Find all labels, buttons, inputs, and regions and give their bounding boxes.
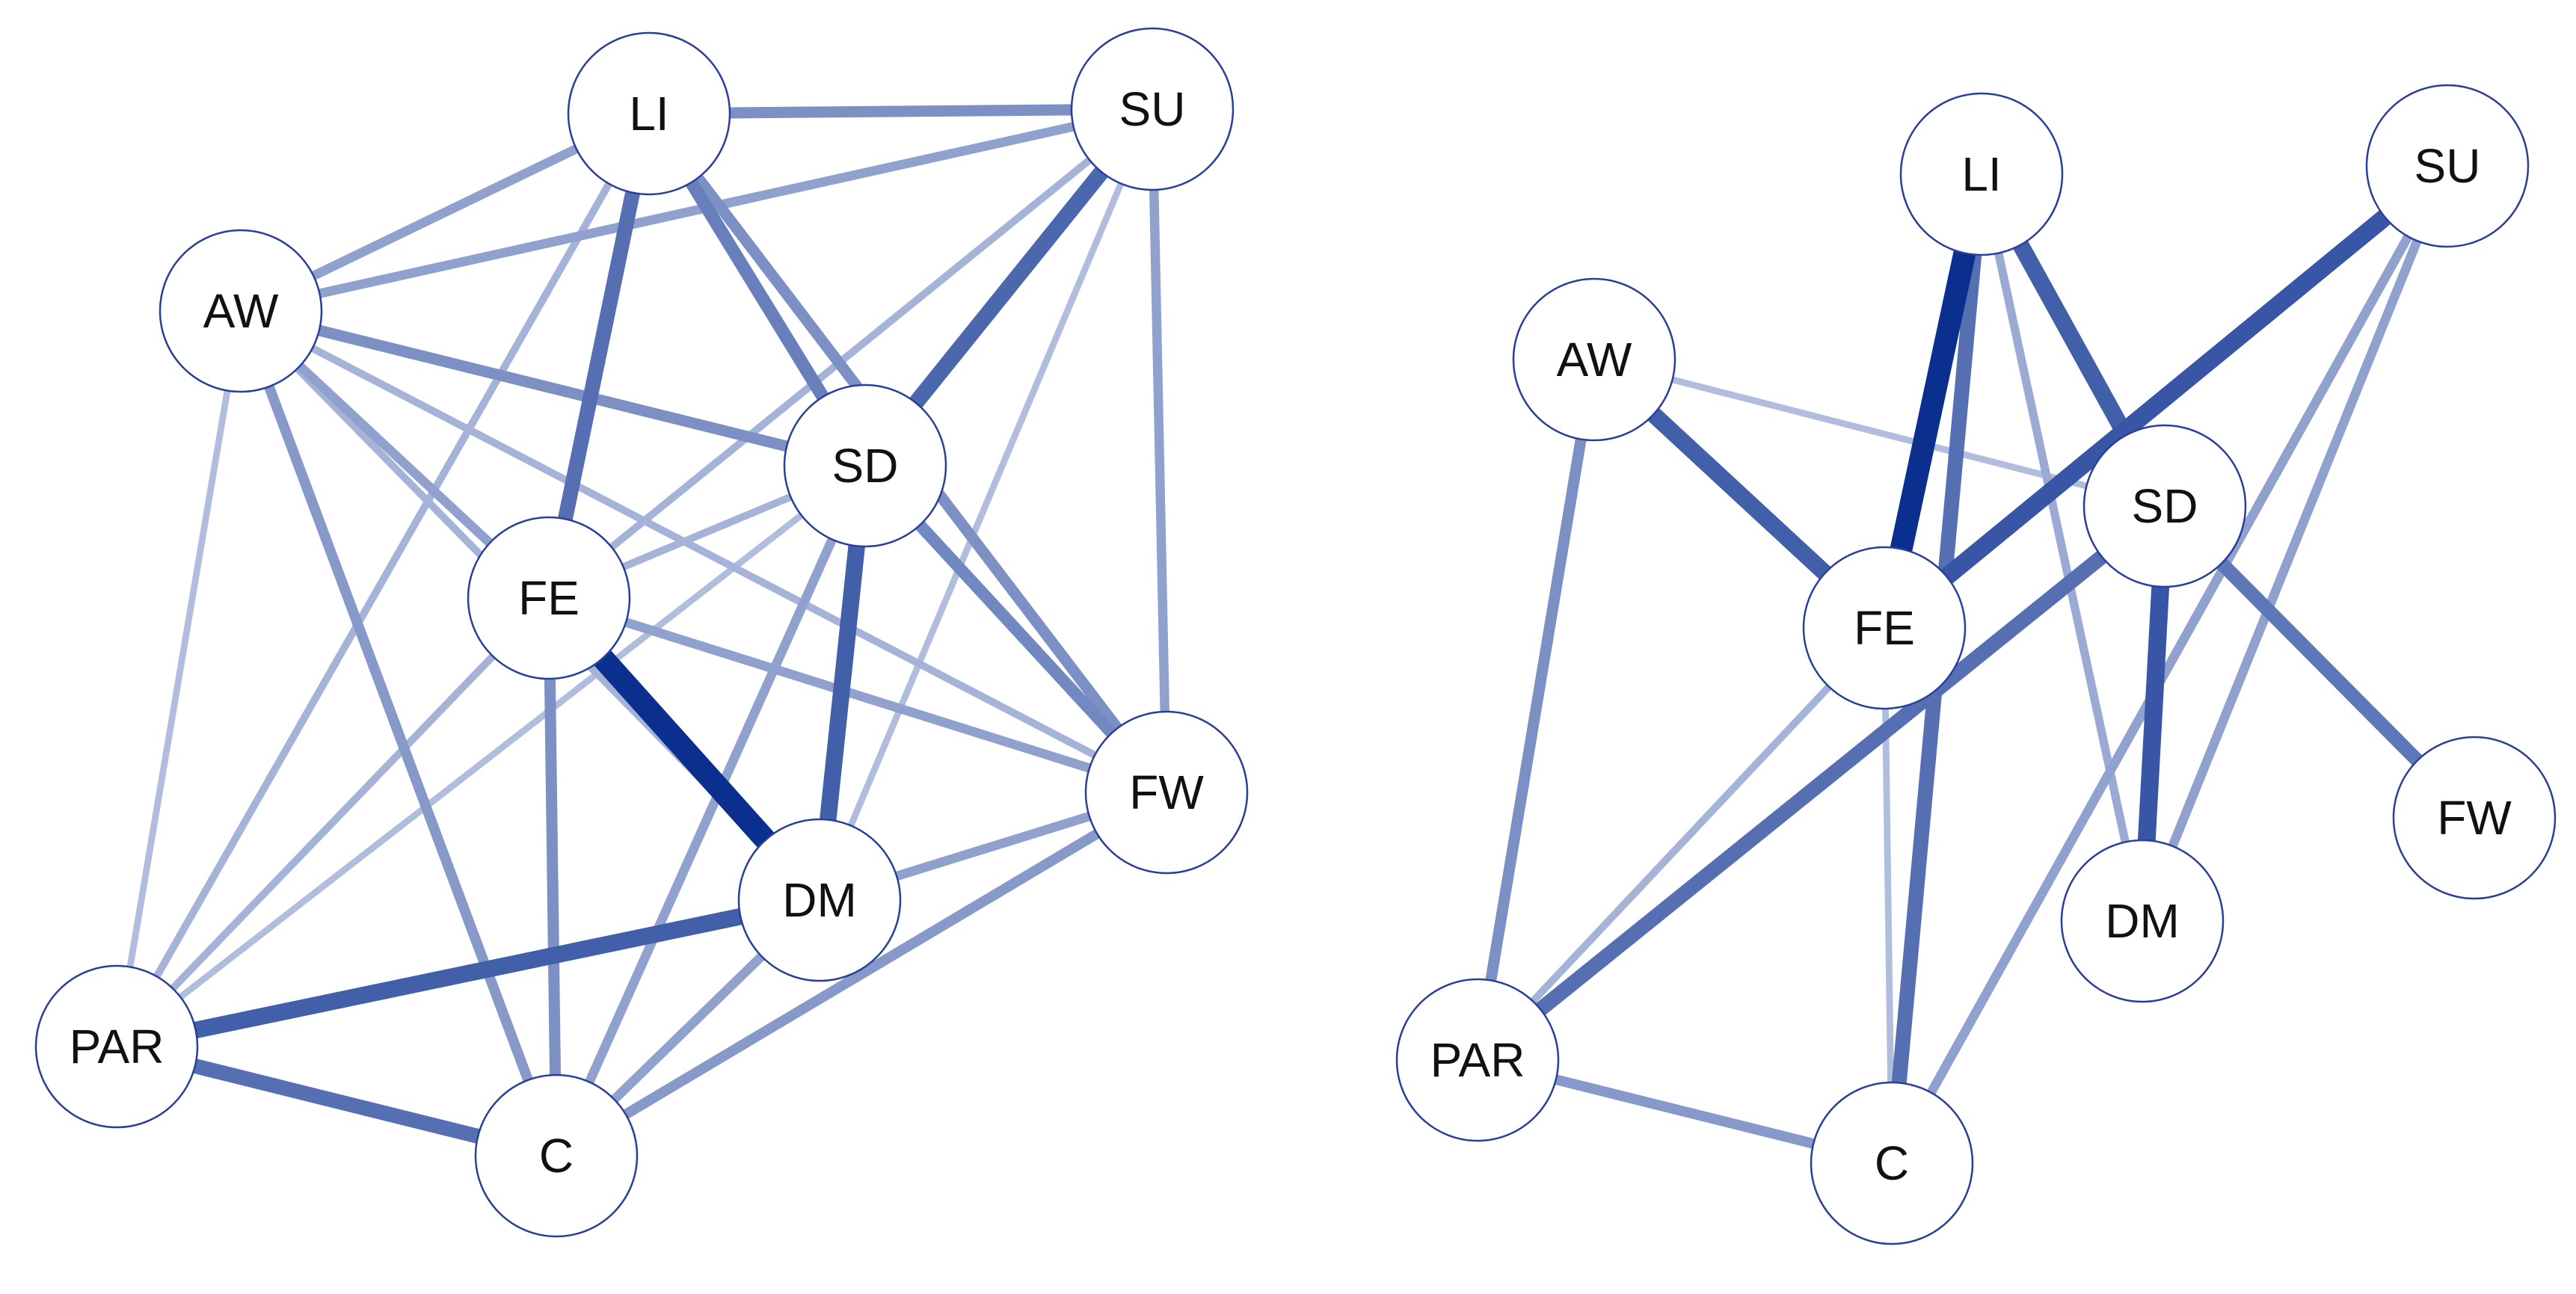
node-su: SU xyxy=(2365,84,2530,248)
edge-li-su xyxy=(648,103,1153,120)
node-fe: FE xyxy=(467,516,631,680)
node-c: C xyxy=(1810,1081,1974,1245)
node-dm: DM xyxy=(737,818,902,982)
node-label: DM xyxy=(2105,894,2180,948)
edge-aw-par xyxy=(113,310,245,1047)
node-label: FW xyxy=(1129,765,1204,819)
edge-fe-fw xyxy=(547,594,1168,797)
edge-dm-par xyxy=(114,891,822,1056)
node-su: SU xyxy=(1070,27,1235,191)
node-label: FE xyxy=(1854,601,1915,655)
edge-su-fe xyxy=(1878,158,2453,635)
node-label: PAR xyxy=(1430,1033,1525,1087)
node-c: C xyxy=(474,1073,639,1238)
node-par: PAR xyxy=(1395,978,1560,1142)
node-circle xyxy=(467,516,631,680)
node-circle xyxy=(737,818,902,982)
edge-li-fe xyxy=(541,111,657,600)
node-label: LI xyxy=(629,87,668,141)
edge-fw-c xyxy=(553,788,1169,1160)
right-network: LI SU AW SD FE FW DM PAR C xyxy=(1395,84,2557,1245)
node-circle xyxy=(2365,84,2530,248)
node-label: C xyxy=(539,1129,574,1183)
node-label: DM xyxy=(782,873,857,927)
edge-sd-par xyxy=(1472,500,2170,1066)
node-circle xyxy=(567,31,731,196)
node-label: SD xyxy=(832,439,899,493)
edge-su-fw xyxy=(1147,108,1172,793)
node-circle xyxy=(474,1073,639,1238)
edge-fe-c xyxy=(543,597,562,1156)
node-aw: AW xyxy=(159,229,323,393)
node-circle xyxy=(1899,92,2064,256)
node-label: AW xyxy=(1557,333,1632,386)
node-label: C xyxy=(1875,1136,1909,1190)
edge-su-aw xyxy=(239,104,1154,316)
node-li: LI xyxy=(567,31,731,196)
left-network: LI SU AW SD FE FW DM PAR C xyxy=(34,27,1249,1238)
edge-su-dm xyxy=(2138,164,2452,923)
node-label: SU xyxy=(1119,82,1186,136)
node-sd: SD xyxy=(783,383,947,548)
edge-su-c xyxy=(1887,163,2452,1166)
edge-aw-fw xyxy=(239,307,1169,796)
node-circle xyxy=(159,229,323,393)
node-label: LI xyxy=(1961,147,2001,201)
node-label: FW xyxy=(2437,791,2512,845)
edge-aw-c xyxy=(236,309,562,1158)
node-circle xyxy=(1810,1081,1974,1245)
node-par: PAR xyxy=(34,964,199,1129)
node-label: SU xyxy=(2414,139,2481,193)
node-circle xyxy=(1512,277,1676,442)
node-circle xyxy=(783,383,947,548)
edge-li-dm xyxy=(1977,173,2147,922)
node-circle xyxy=(1070,27,1235,191)
node-dm: DM xyxy=(2060,839,2225,1003)
edge-su-fe xyxy=(546,106,1155,601)
edge-li-par xyxy=(113,111,653,1049)
edge-aw-sd xyxy=(239,305,867,472)
node-label: AW xyxy=(203,284,279,338)
edge-sd-c xyxy=(552,463,870,1158)
node-fe: FE xyxy=(1802,546,1967,710)
right-network-nodes: LI SU AW SD FE FW DM PAR C xyxy=(1395,84,2557,1245)
node-circle xyxy=(2082,424,2247,588)
node-label: SD xyxy=(2132,479,2198,533)
node-fw: FW xyxy=(1084,710,1249,875)
left-network-edges xyxy=(113,103,1172,1163)
edge-fe-par xyxy=(114,595,552,1050)
edge-aw-par xyxy=(1472,358,1600,1062)
node-label: FE xyxy=(518,571,580,625)
left-network-nodes: LI SU AW SD FE FW DM PAR C xyxy=(34,27,1249,1238)
node-circle xyxy=(2392,736,2557,900)
node-circle xyxy=(34,964,199,1129)
node-label: PAR xyxy=(70,1020,165,1073)
edge-sd-par xyxy=(114,463,867,1050)
node-circle xyxy=(1084,710,1249,875)
node-aw: AW xyxy=(1512,277,1676,442)
node-circle xyxy=(1802,546,1967,710)
node-li: LI xyxy=(1899,92,2064,256)
edge-fe-c xyxy=(1881,627,1896,1164)
node-circle xyxy=(2060,839,2225,1003)
node-sd: SD xyxy=(2082,424,2247,588)
edge-fe-par xyxy=(1475,625,1887,1063)
edge-su-dm xyxy=(816,108,1156,902)
node-fw: FW xyxy=(2392,736,2557,900)
node-circle xyxy=(1395,978,1560,1142)
